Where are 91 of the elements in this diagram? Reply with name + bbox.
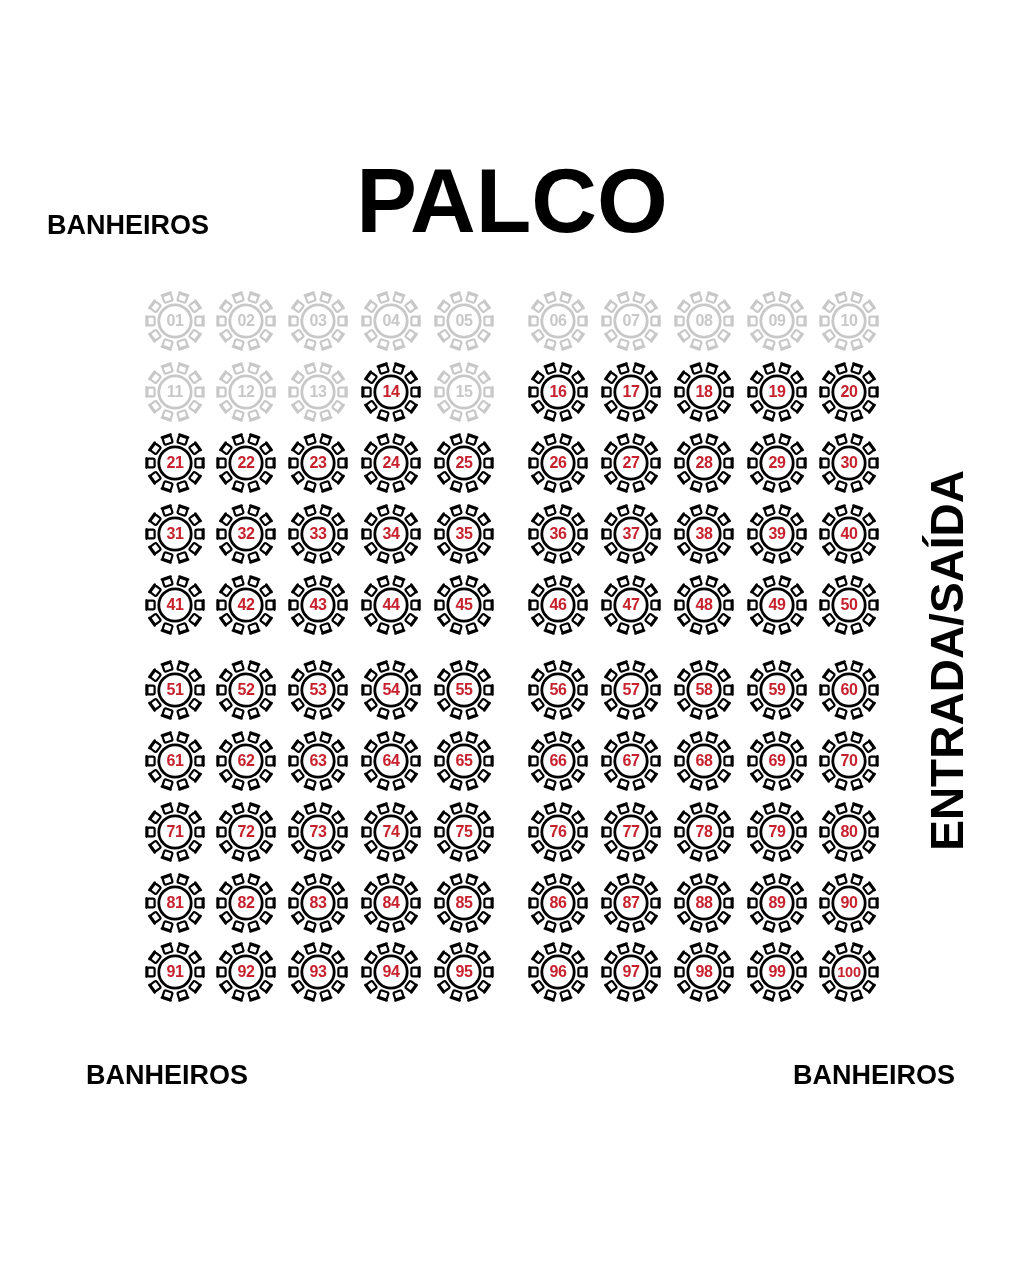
table-number: 39 — [768, 526, 786, 542]
table-number: 67 — [622, 753, 640, 769]
table-number: 70 — [840, 753, 858, 769]
table-number: 51 — [166, 682, 184, 698]
table-number: 22 — [237, 455, 255, 471]
table-number: 75 — [455, 824, 473, 840]
table-number: 79 — [768, 824, 786, 840]
table-number: 37 — [622, 526, 640, 542]
table-number: 92 — [237, 964, 255, 980]
table-number: 57 — [622, 682, 640, 698]
table-number: 43 — [309, 597, 327, 613]
table-number: 99 — [768, 964, 786, 980]
table-number: 18 — [695, 384, 713, 400]
table-number: 82 — [237, 895, 255, 911]
table-number: 20 — [840, 384, 858, 400]
stage-label: PALCO — [356, 155, 668, 246]
table-number: 73 — [309, 824, 327, 840]
table-number: 94 — [382, 964, 400, 980]
table-number: 76 — [549, 824, 567, 840]
table-number: 85 — [455, 895, 473, 911]
table-number: 97 — [622, 964, 640, 980]
table-number: 54 — [382, 682, 400, 698]
table-number: 95 — [455, 964, 473, 980]
table-number: 38 — [695, 526, 713, 542]
table-number: 78 — [695, 824, 713, 840]
table-number: 88 — [695, 895, 713, 911]
table-number: 19 — [768, 384, 786, 400]
table-number: 63 — [309, 753, 327, 769]
table-number: 89 — [768, 895, 786, 911]
entrance-exit-label: ENTRADA/SAÍDA — [920, 470, 974, 851]
table-number: 25 — [455, 455, 473, 471]
table-number: 28 — [695, 455, 713, 471]
table-number: 56 — [549, 682, 567, 698]
table-number: 23 — [309, 455, 327, 471]
table-number: 31 — [166, 526, 184, 542]
table-number: 60 — [840, 682, 858, 698]
restroom-label: BANHEIROS — [47, 212, 209, 239]
table-number: 55 — [455, 682, 473, 698]
table-number: 46 — [549, 597, 567, 613]
table-number: 47 — [622, 597, 640, 613]
table-number: 93 — [309, 964, 327, 980]
table-number: 65 — [455, 753, 473, 769]
table-number: 59 — [768, 682, 786, 698]
table-number: 41 — [166, 597, 184, 613]
table-number: 42 — [237, 597, 255, 613]
table-number: 48 — [695, 597, 713, 613]
table-number: 34 — [382, 526, 400, 542]
table-number: 98 — [695, 964, 713, 980]
table-number: 32 — [237, 526, 255, 542]
table-number: 80 — [840, 824, 858, 840]
restroom-label: BANHEIROS — [86, 1062, 248, 1089]
table-number: 90 — [840, 895, 858, 911]
table-number: 35 — [455, 526, 473, 542]
table-number: 87 — [622, 895, 640, 911]
table-number: 44 — [382, 597, 400, 613]
table-number: 72 — [237, 824, 255, 840]
table-number: 30 — [840, 455, 858, 471]
table-number: 77 — [622, 824, 640, 840]
table-number: 50 — [840, 597, 858, 613]
table-number: 81 — [166, 895, 184, 911]
restroom-label: BANHEIROS — [793, 1062, 955, 1089]
table-number: 64 — [382, 753, 400, 769]
table-number: 100 — [837, 964, 861, 980]
table-number: 33 — [309, 526, 327, 542]
table-number: 21 — [166, 455, 184, 471]
table-number: 27 — [622, 455, 640, 471]
table-number: 61 — [166, 753, 184, 769]
table-number: 16 — [549, 384, 567, 400]
table-number: 49 — [768, 597, 786, 613]
table-number: 86 — [549, 895, 567, 911]
table-number: 71 — [166, 824, 184, 840]
table-number: 36 — [549, 526, 567, 542]
table-number: 62 — [237, 753, 255, 769]
table-number: 69 — [768, 753, 786, 769]
table-number: 40 — [840, 526, 858, 542]
table-number: 96 — [549, 964, 567, 980]
table-number: 29 — [768, 455, 786, 471]
table-number: 45 — [455, 597, 473, 613]
table-number: 24 — [382, 455, 400, 471]
table-number: 74 — [382, 824, 400, 840]
table-number: 83 — [309, 895, 327, 911]
table-number: 26 — [549, 455, 567, 471]
table-number: 53 — [309, 682, 327, 698]
table-number: 91 — [166, 964, 184, 980]
table-number: 66 — [549, 753, 567, 769]
table-number: 58 — [695, 682, 713, 698]
table-number: 14 — [382, 384, 400, 400]
table-number: 84 — [382, 895, 400, 911]
table-number: 17 — [622, 384, 640, 400]
table-number: 52 — [237, 682, 255, 698]
table-number: 68 — [695, 753, 713, 769]
